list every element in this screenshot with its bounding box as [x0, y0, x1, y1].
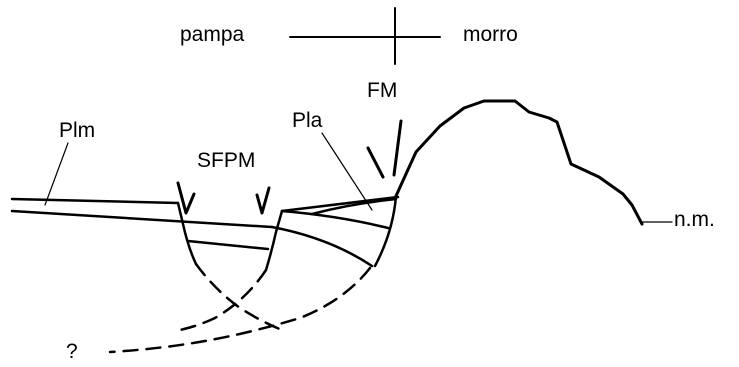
- sfpm-right-fault-solid: [264, 209, 284, 272]
- pla-label: Pla: [292, 109, 323, 132]
- sfpm-label: SFPM: [197, 149, 256, 172]
- orientation-cross: [289, 7, 441, 65]
- sfpm-left-arrow-icon: [176, 181, 196, 215]
- pampa-label: pampa: [180, 23, 245, 46]
- pla-layer-2: [280, 209, 390, 230]
- plm-surface: [10, 197, 274, 229]
- fault-arrows: [176, 119, 403, 215]
- graben-top-surface: [280, 195, 400, 213]
- pla-leader-line: [321, 132, 373, 211]
- fm-down-arrow-icon: [366, 146, 385, 179]
- fm-up-arrow-icon: [392, 119, 403, 177]
- sfpm-graben: [108, 195, 400, 354]
- sfpm-left-fault-solid: [176, 201, 198, 266]
- pla-layer-3: [310, 197, 398, 216]
- fm-label: FM: [367, 79, 398, 102]
- plm-lower-surface-line: [10, 209, 274, 229]
- graben-internal-layer: [186, 239, 270, 251]
- pla-wedge: [270, 197, 398, 268]
- pla-layer-1: [270, 225, 374, 268]
- sfpm-left-fault-dashed: [194, 262, 284, 332]
- morro-profile: [394, 99, 644, 226]
- nm-label: n.m.: [674, 208, 715, 231]
- morro-label: morro: [463, 23, 518, 46]
- fm-fault-line: [373, 194, 398, 268]
- plm-leader-line: [44, 142, 69, 206]
- sfpm-right-arrow-icon: [255, 186, 271, 215]
- sfpm-right-fault-dashed: [178, 268, 268, 332]
- fm-fault-tip-dashed: [108, 266, 372, 354]
- plm-label: Plm: [59, 119, 96, 142]
- question-label: ?: [66, 340, 78, 363]
- plm-upper-surface-line: [10, 197, 180, 205]
